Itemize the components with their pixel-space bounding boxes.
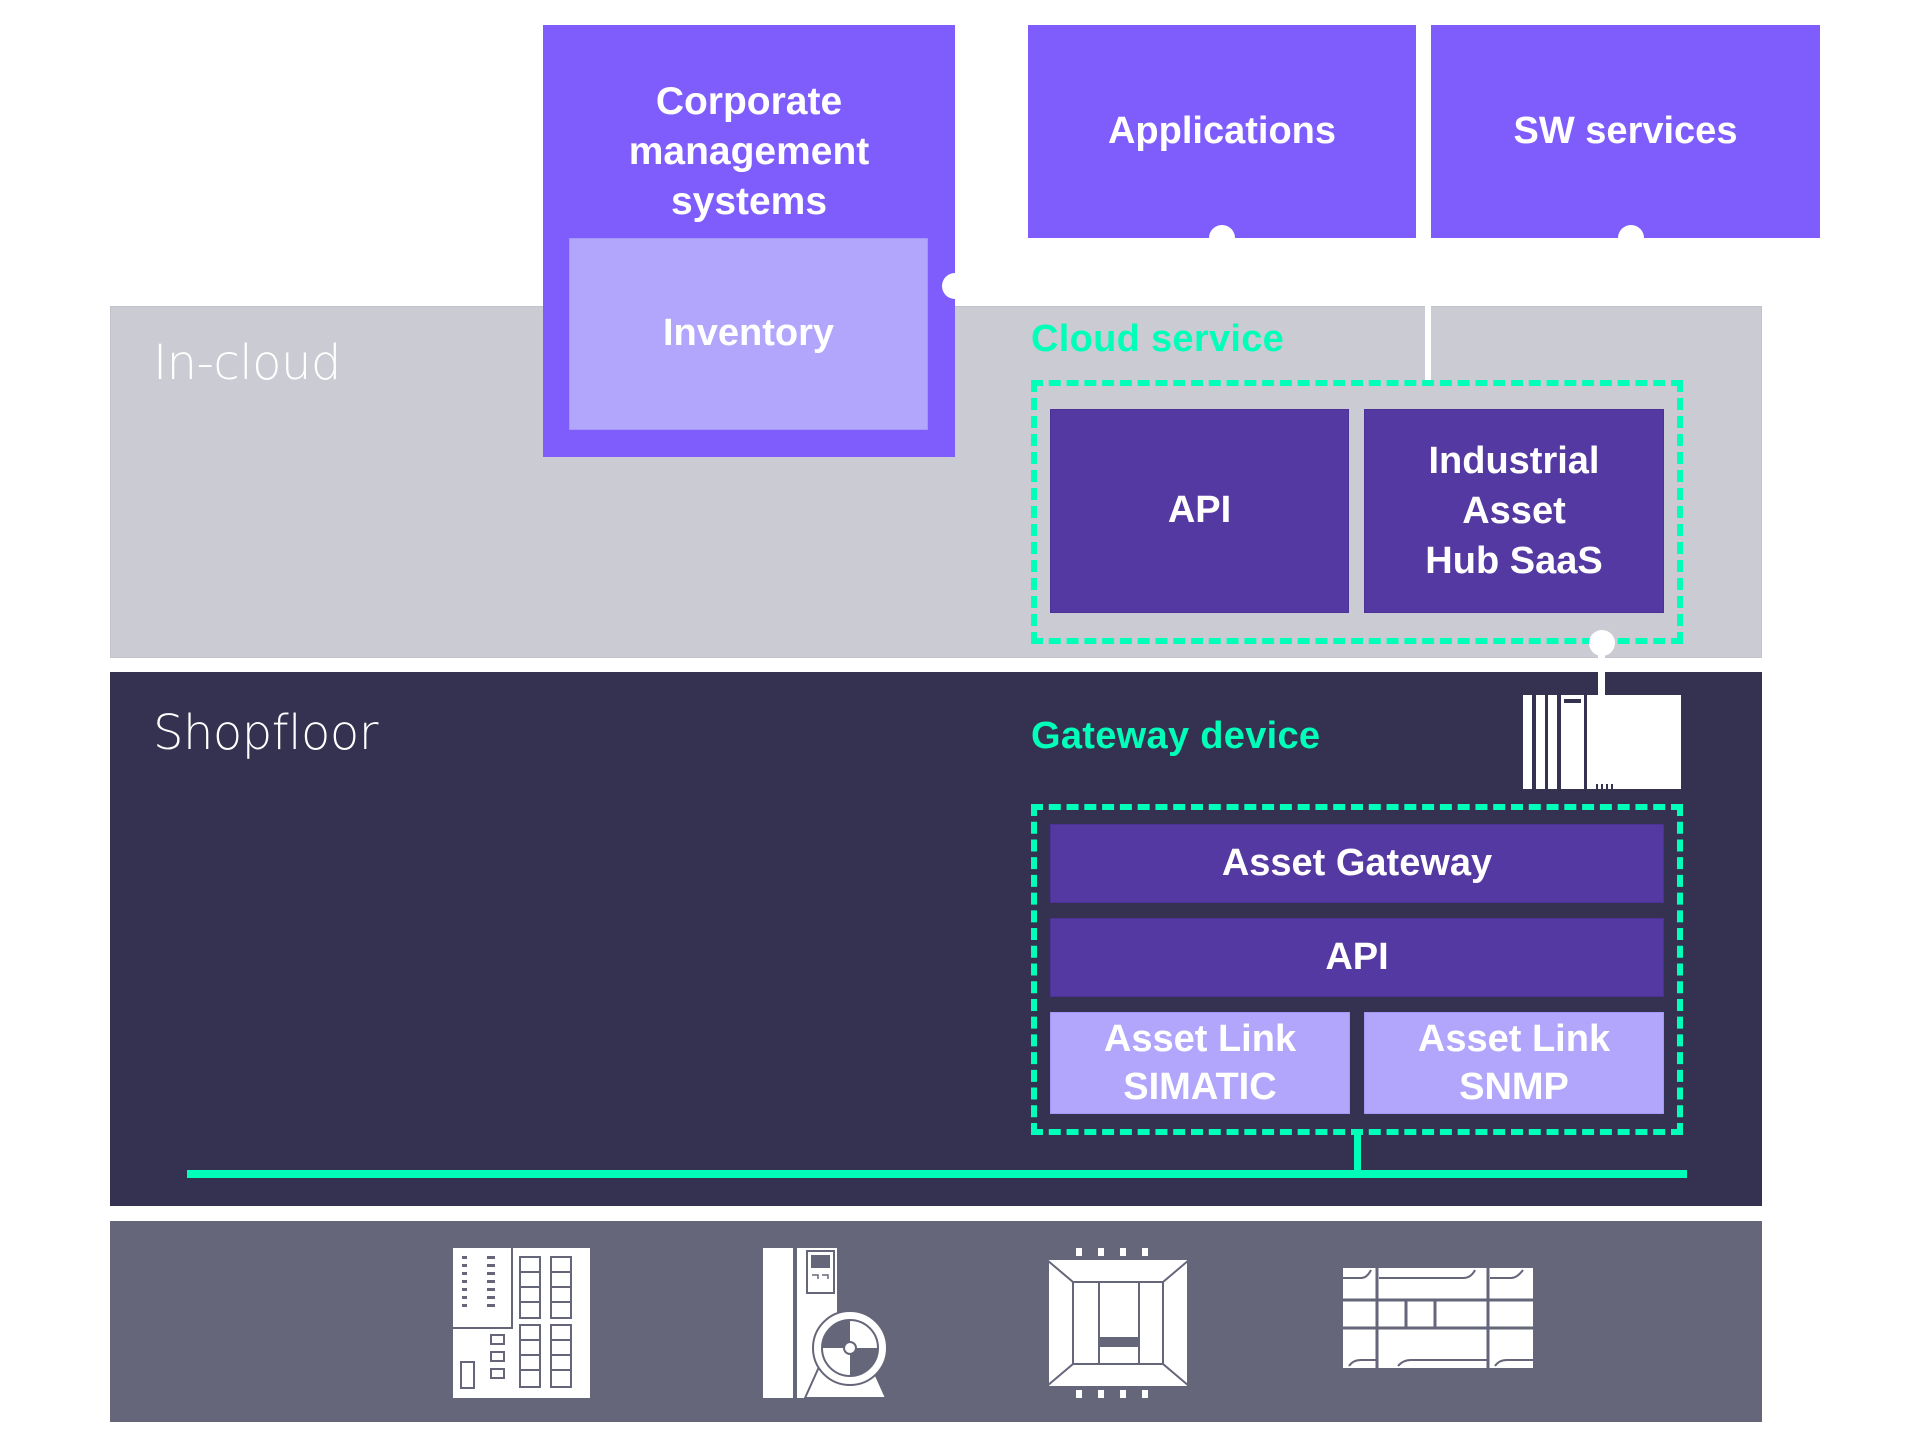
connector-dot-inventory (942, 273, 968, 299)
asset-link-simatic-box[interactable]: Asset Link SIMATIC (1050, 1012, 1350, 1114)
drive-motor-icon (763, 1248, 893, 1398)
connector-gateway-uplink (1598, 644, 1605, 699)
industrial-asset-hub-box[interactable]: Industrial Asset Hub SaaS (1364, 409, 1664, 613)
connector-cloud-vertical (1425, 238, 1431, 383)
gateway-api-box[interactable]: API (1050, 918, 1664, 997)
connector-dot-hub (1589, 630, 1615, 656)
cloud-service-label: Cloud service (1031, 318, 1285, 360)
shopfloor-label: Shopfloor (153, 705, 378, 761)
inventory-box[interactable]: Inventory (569, 238, 928, 430)
asset-gateway-box[interactable]: Asset Gateway (1050, 824, 1664, 903)
connector-dot-applications (1209, 225, 1235, 251)
connector-sw-services (1628, 238, 1634, 286)
in-cloud-label: In-cloud (153, 335, 341, 391)
cloud-api-box[interactable]: API (1050, 409, 1349, 613)
gateway-device-boundary (1031, 804, 1683, 1135)
gateway-device-label: Gateway device (1031, 715, 1321, 757)
connector-inventory-horizontal (955, 283, 1428, 289)
shopfloor-network-bus (187, 1170, 1687, 1178)
gateway-device-icon (1523, 695, 1683, 789)
connector-dot-sw-services (1618, 225, 1644, 251)
connector-applications (1219, 238, 1225, 286)
sw-services-box[interactable]: SW services (1431, 25, 1820, 238)
io-terminal-icon (1343, 1268, 1533, 1368)
plc-controller-icon (453, 1248, 590, 1398)
corporate-management-title: Corporate management systems (628, 80, 870, 223)
asset-link-snmp-box[interactable]: Asset Link SNMP (1364, 1012, 1664, 1114)
cloud-service-boundary (1031, 380, 1683, 644)
bus-drop-line (1354, 1135, 1361, 1175)
switch-module-icon (1043, 1248, 1193, 1398)
applications-box[interactable]: Applications (1028, 25, 1416, 238)
